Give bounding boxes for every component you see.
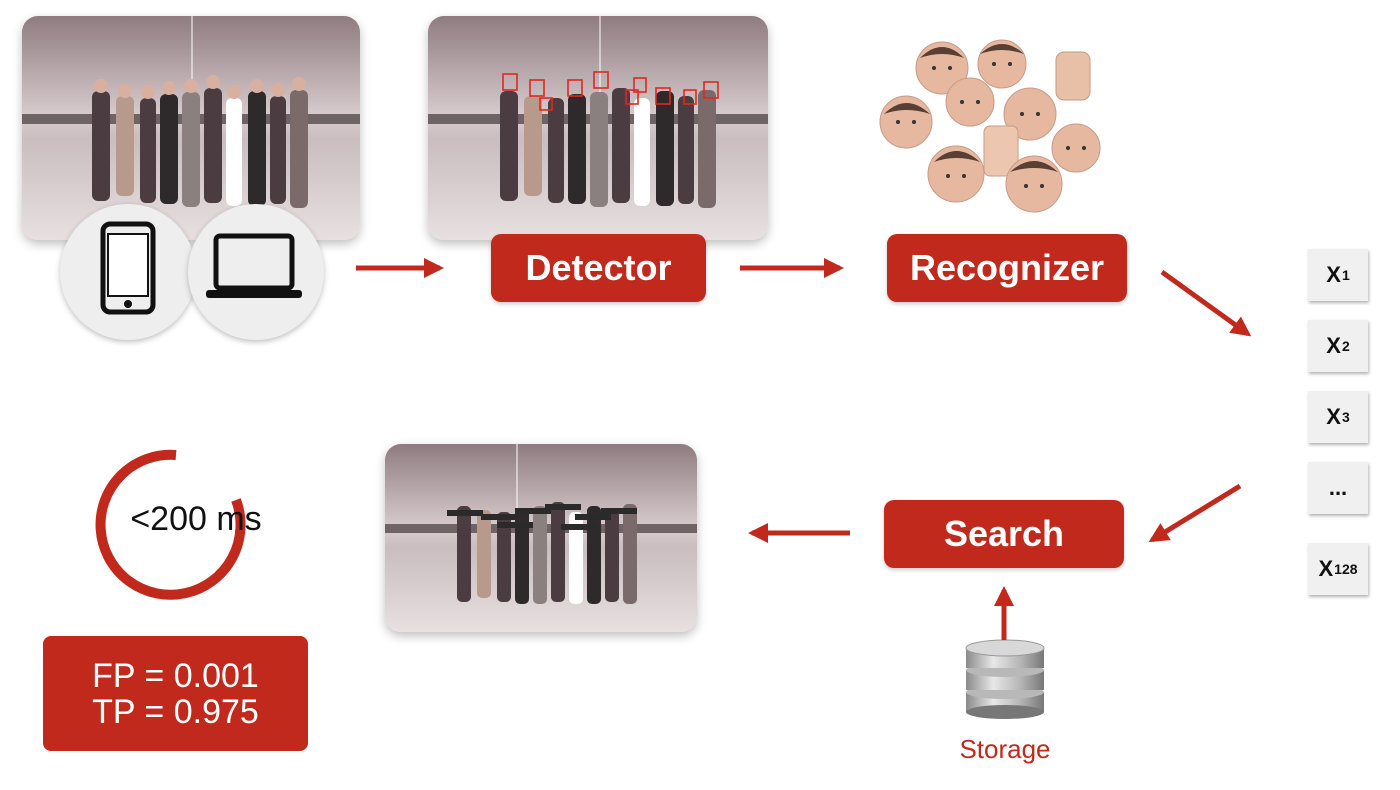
search-stage[interactable]: Search — [884, 500, 1124, 568]
vector-element-index: 128 — [1334, 561, 1358, 577]
vector-element-index: 3 — [1341, 409, 1350, 425]
phone-circle — [60, 204, 196, 340]
arrow-recognizer-to-vector — [1160, 269, 1252, 337]
true-positive-rate: TP = 0.975 — [92, 692, 259, 731]
laptop-circle — [188, 204, 324, 340]
vector-element-index: 1 — [1341, 267, 1350, 283]
face-crops-cluster — [879, 39, 1101, 213]
laptop-icon — [206, 233, 302, 298]
storage-label: Storage — [959, 734, 1051, 764]
metrics-box: FP = 0.001 TP = 0.975 — [43, 636, 308, 751]
vector-ellipsis: ... — [1308, 462, 1368, 514]
smartphone-icon — [100, 221, 156, 315]
vector-ellipsis-text: ... — [1328, 475, 1348, 500]
vector-element-base: X — [1326, 262, 1341, 287]
vector-element-base: X — [1326, 333, 1341, 358]
result-photo — [385, 444, 697, 632]
vector-element-base: X — [1326, 404, 1341, 429]
false-positive-rate: FP = 0.001 — [92, 656, 259, 695]
timer-ring — [95, 449, 246, 600]
vector-element-base: X — [1318, 556, 1334, 581]
database-icon — [965, 639, 1045, 719]
detector-stage[interactable]: Detector — [491, 234, 706, 302]
input-group-photo — [22, 16, 360, 240]
arrow-vector-to-search — [1148, 483, 1242, 543]
detection-photo — [428, 16, 768, 240]
recognizer-stage[interactable]: Recognizer — [887, 234, 1127, 302]
latency-label: <200 ms — [130, 500, 262, 538]
vector-element-index: 2 — [1341, 338, 1350, 354]
